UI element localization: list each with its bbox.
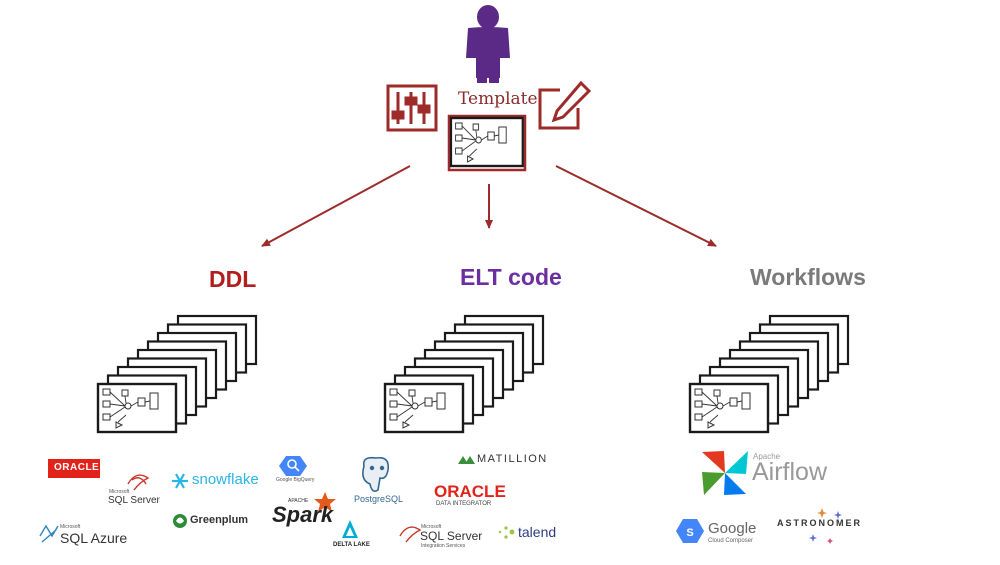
sqlserver-text: SQL Server [108,495,160,506]
sliders-icon [386,84,438,132]
snowflake-text: snowflake [192,471,259,488]
front-document [96,382,178,434]
google-text: Google [708,520,757,537]
spark-top-text: APACHE [288,498,309,504]
arrow-to-workflows [555,165,717,247]
matillion-icon [458,456,475,464]
sqlserver-small-text: Microsoft [109,489,130,495]
workflows-document-stack [688,314,850,434]
sqlserver-is-small-text: Microsoft [421,524,442,530]
elt-document-stack [383,314,545,434]
sqlazure-text: SQL Azure [60,530,128,546]
ddl-heading: DDL [209,266,257,292]
sqlazure-icon [39,524,59,543]
oracle-logo-text: ORACLE [54,462,100,473]
deltalake-text: DELTA LAKE [333,542,370,548]
postgresql-icon [362,456,390,492]
spark-text: Spark [272,502,334,527]
spark-star-icon [314,492,336,512]
matillion-text: MATILLION [477,453,548,465]
sqlserver-is-sub-text: Integration Services [421,543,466,549]
cloud-composer-text: Cloud Composer [708,538,754,544]
workflows-heading: Workflows [750,264,866,290]
sqlserver-is-icon [399,526,422,543]
bigquery-icon [279,456,307,476]
cloud-composer-icon: S [676,519,704,543]
edit-icon [538,80,592,130]
astronomer-stars-icon [809,508,842,544]
oracle-logo [48,459,100,478]
oracle-di-sub-text: DATA INTEGRATOR [436,501,492,507]
snowflake-icon [172,473,188,489]
sqlserver-is-text: SQL Server [420,529,483,543]
greenplum-icon [173,514,187,528]
ddl-document-stack [96,314,258,434]
postgresql-text: PostgreSQL [354,494,404,504]
bigquery-text: Google BigQuery [276,477,315,483]
template-document [447,114,527,172]
airflow-text: Airflow [752,458,828,486]
talend-text: talend [518,524,557,540]
elt-code-heading: ELT code [460,264,562,290]
airflow-pinwheel-icon [702,451,748,495]
arrow-to-ddl [261,165,411,247]
front-document [383,382,465,434]
user-icon [466,5,510,83]
talend-dots-icon [498,526,515,539]
oracle-di-text: ORACLE [434,482,506,501]
greenplum-text: Greenplum [190,514,249,526]
deltalake-icon [342,520,358,538]
astronomer-text: ASTRONOMER [777,518,862,528]
template-label: Template [458,89,538,109]
airflow-top-text: Apache [753,452,781,461]
svg-text:S: S [686,527,693,539]
front-document [688,382,770,434]
sqlazure-small-text: Microsoft [60,524,81,530]
sqlserver-icon [127,474,150,491]
